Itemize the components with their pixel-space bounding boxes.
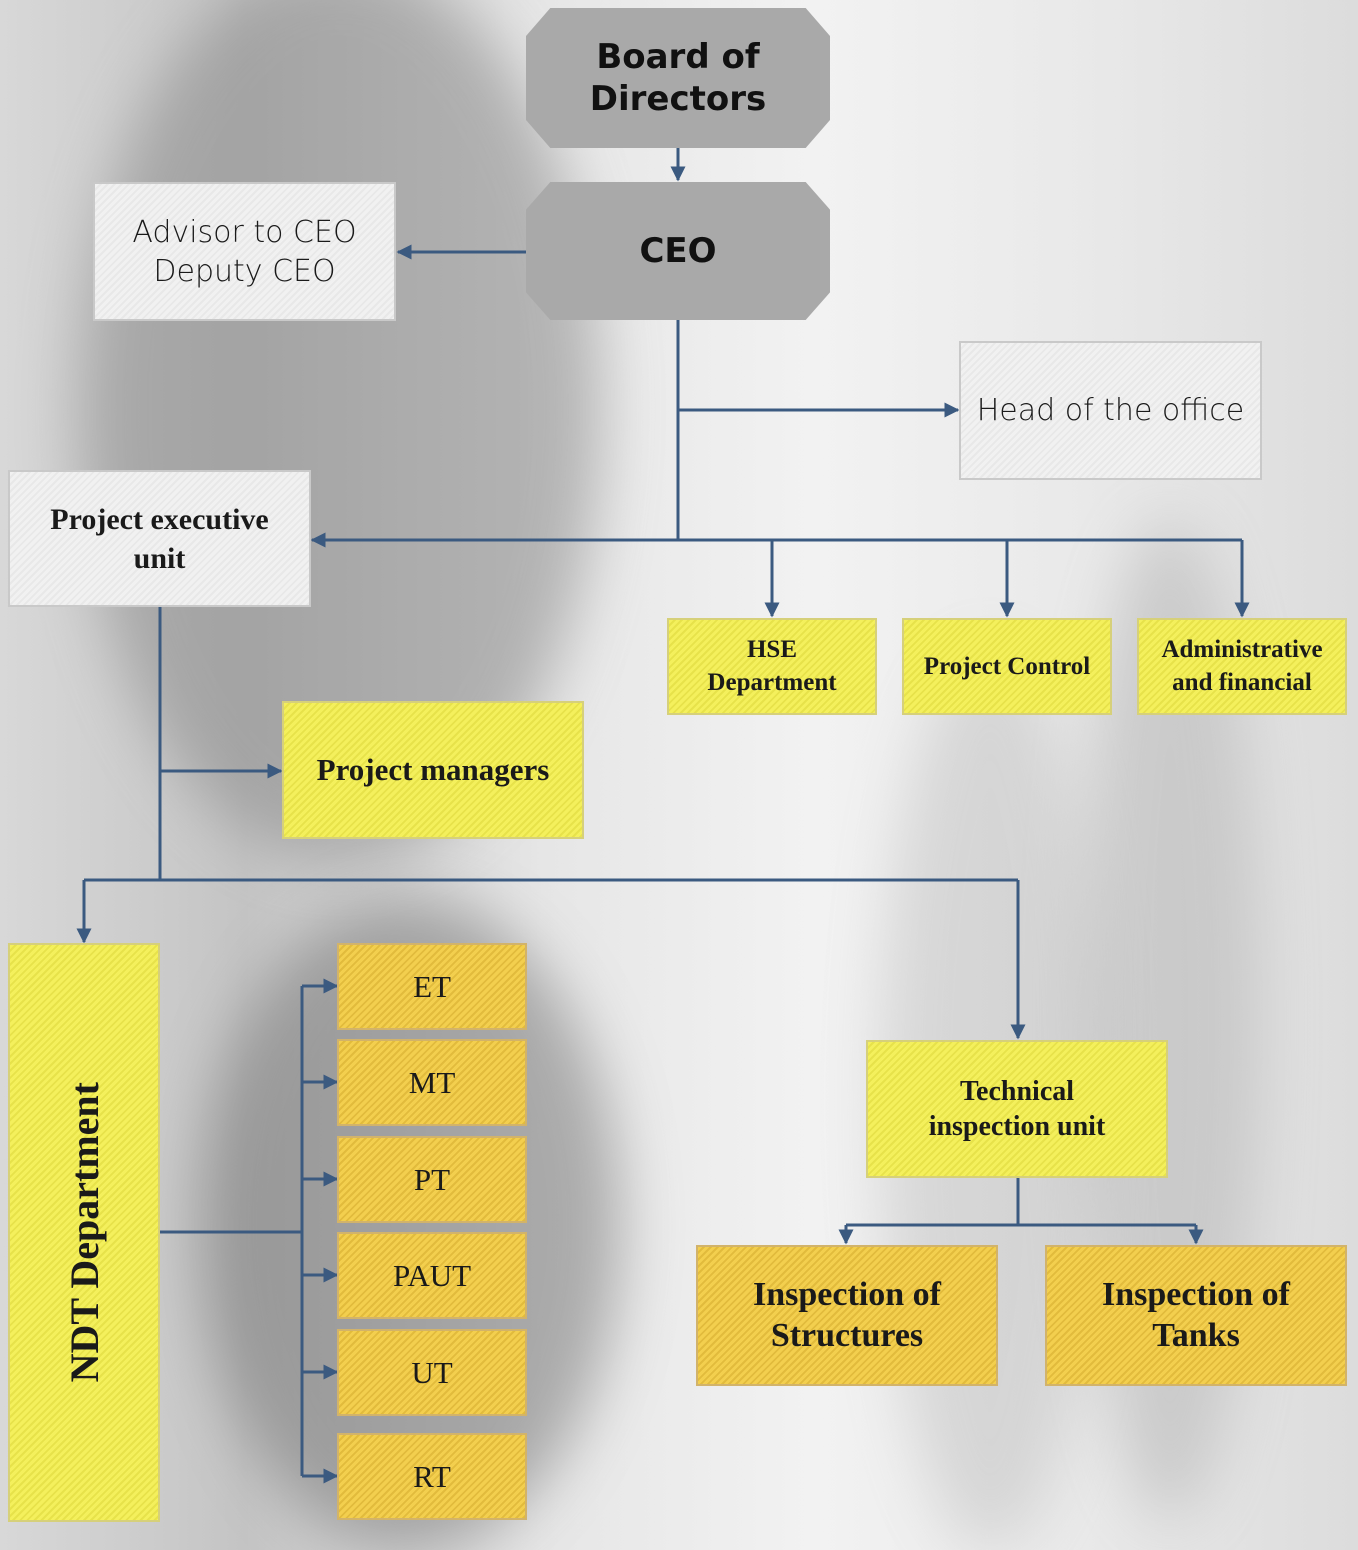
ndt-department-label: NDT Department <box>61 1082 107 1383</box>
ndt-method-mt: MT <box>337 1039 527 1126</box>
board-of-directors-label: Board of Directors <box>589 36 767 120</box>
advisor-node: Advisor to CEO Deputy CEO <box>93 182 396 321</box>
ndt-department-node: NDT Department <box>8 943 160 1522</box>
project-executive-node: Project executive unit <box>8 470 311 607</box>
inspection-tanks-node: Inspection of Tanks <box>1045 1245 1347 1386</box>
board-of-directors-node: Board of Directors <box>526 8 830 148</box>
admin-financial-label: Administrative and financial <box>1161 636 1323 696</box>
head-office-node: Head of the office <box>959 341 1262 480</box>
ndt-method-label: MT <box>408 1064 456 1100</box>
project-control-label: Project Control <box>923 652 1091 680</box>
ndt-method-label: PAUT <box>392 1257 472 1293</box>
ndt-method-label: UT <box>411 1354 453 1390</box>
inspection-structures-label: Inspection of Structures <box>753 1275 941 1354</box>
project-managers-label: Project managers <box>316 752 550 787</box>
ndt-method-et: ET <box>337 943 527 1030</box>
project-control-node: Project Control <box>902 618 1112 715</box>
ceo-node: CEO <box>526 182 830 320</box>
ndt-method-paut: PAUT <box>337 1232 527 1319</box>
ndt-method-pt: PT <box>337 1136 527 1223</box>
ndt-method-ut: UT <box>337 1329 527 1416</box>
hse-label: HSE Department <box>707 636 837 696</box>
head-office-label: Head of the office <box>976 393 1245 428</box>
inspection-tanks-label: Inspection of Tanks <box>1102 1275 1290 1354</box>
advisor-label: Advisor to CEO Deputy CEO <box>132 214 357 289</box>
hse-node: HSE Department <box>667 618 877 715</box>
ndt-method-label: ET <box>413 968 451 1004</box>
ndt-method-label: RT <box>413 1458 451 1494</box>
technical-inspection-node: Technical inspection unit <box>866 1040 1168 1178</box>
ndt-method-label: PT <box>413 1161 451 1197</box>
ceo-label: CEO <box>639 231 717 271</box>
technical-inspection-label: Technical inspection unit <box>928 1076 1106 1142</box>
admin-financial-node: Administrative and financial <box>1137 618 1347 715</box>
inspection-structures-node: Inspection of Structures <box>696 1245 998 1386</box>
ndt-method-rt: RT <box>337 1433 527 1520</box>
project-managers-node: Project managers <box>282 701 584 839</box>
project-executive-label: Project executive unit <box>50 502 269 575</box>
